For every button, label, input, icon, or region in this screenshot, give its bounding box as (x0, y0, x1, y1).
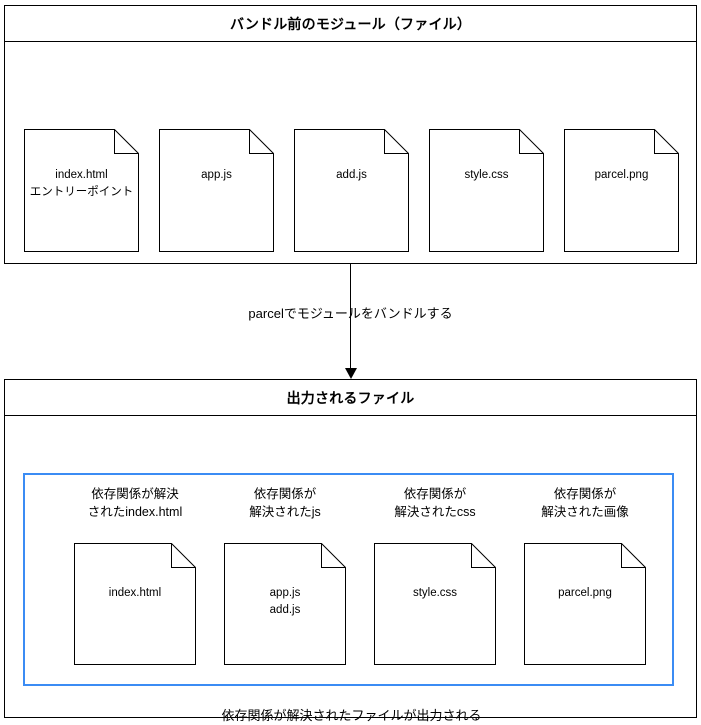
document-icon (159, 129, 274, 252)
file-card-label: index.html エントリーポイント (29, 169, 134, 198)
bundle-arrow-head-icon (345, 368, 357, 379)
output-panel-title: 出力されるファイル (5, 380, 696, 416)
file-card-parcel-png: parcel.png (564, 129, 679, 252)
output-card-label: parcel.png (558, 587, 612, 599)
file-card-add-js: add.js (294, 129, 409, 252)
output-panel: 出力されるファイル 依存関係が解決 されたindex.html 依存関係が 解決… (4, 379, 697, 723)
file-card-label: add.js (336, 169, 367, 181)
file-card-index-html: index.html エントリーポイント (24, 129, 139, 252)
output-card-image: parcel.png (524, 543, 646, 665)
group-label-index-html: 依存関係が解決 されたindex.html (87, 487, 183, 519)
output-card-index-html: index.html (74, 543, 196, 665)
resolved-group-box: 依存関係が解決 されたindex.html 依存関係が 解決されたjs 依存関係… (23, 473, 674, 686)
output-panel-body: 依存関係が解決 されたindex.html 依存関係が 解決されたjs 依存関係… (5, 416, 696, 723)
document-icon (294, 129, 409, 252)
document-icon (74, 543, 196, 665)
group-label-js: 依存関係が 解決されたjs (249, 487, 321, 519)
output-card-css: style.css (374, 543, 496, 665)
document-icon (429, 129, 544, 252)
bundle-arrow-label: parcelでモジュールをバンドルする (248, 306, 453, 321)
output-card-label: app.js add.js (269, 587, 301, 616)
file-card-style-css: style.css (429, 129, 544, 252)
pre-bundle-panel: バンドル前のモジュール（ファイル） index.html エントリーポイント a… (4, 5, 697, 264)
file-card-label: style.css (464, 169, 509, 181)
bundle-arrow-line (350, 264, 351, 370)
pre-bundle-file-row: index.html エントリーポイント app.js add.js (5, 42, 696, 263)
output-card-js: app.js add.js (224, 543, 346, 665)
output-card-label: style.css (412, 587, 458, 599)
document-icon (374, 543, 496, 665)
group-label-css: 依存関係が 解決されたcss (394, 487, 476, 519)
pre-bundle-panel-title: バンドル前のモジュール（ファイル） (5, 6, 696, 42)
file-card-app-js: app.js (159, 129, 274, 252)
document-icon (564, 129, 679, 252)
file-card-label: parcel.png (594, 169, 649, 181)
document-icon (524, 543, 646, 665)
group-label-image: 依存関係が 解決された画像 (541, 487, 629, 519)
document-icon (224, 543, 346, 665)
output-panel-caption: 依存関係が解決されたファイルが出力される (221, 708, 482, 723)
document-icon (24, 129, 139, 252)
output-card-label: index.html (108, 587, 162, 599)
file-card-label: app.js (201, 169, 232, 181)
